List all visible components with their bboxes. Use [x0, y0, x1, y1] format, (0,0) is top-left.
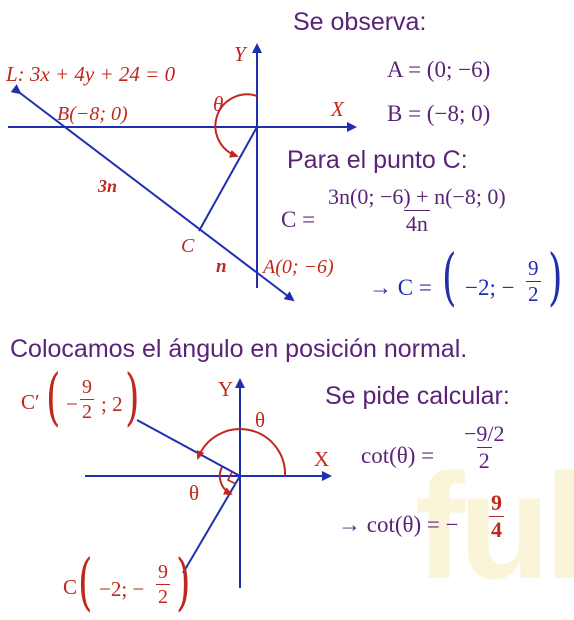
- point-B-label: B(−8; 0): [57, 103, 128, 125]
- cot-numerator: −9/2: [464, 421, 505, 446]
- header-se-observa: Se observa:: [293, 8, 427, 36]
- c-label: C: [63, 575, 78, 599]
- header-se-pide: Se pide calcular:: [325, 382, 510, 410]
- segment-3n-label: 3n: [98, 176, 118, 196]
- c-numerator: 9: [158, 561, 168, 583]
- ray-cprime: [136, 419, 241, 477]
- cot-label: cot(θ) =: [361, 443, 435, 468]
- c-result-x: −2; −: [465, 275, 515, 300]
- c-formula-label: C =: [281, 207, 316, 232]
- theta-arc-outer: [196, 428, 287, 477]
- y-axis-label-2: Y: [218, 377, 234, 401]
- cprime-coord-suffix: ; 2: [101, 392, 123, 416]
- final-numerator: 9: [491, 490, 502, 515]
- c-formula-denominator: 4n: [403, 210, 430, 236]
- line-equation-label: L: 3x + 4y + 24 = 0: [6, 62, 176, 86]
- cprime-open-paren: (: [46, 360, 61, 433]
- c-formula-fraction: 3n(0; −6) + n(−8; 0) 4n: [326, 186, 508, 235]
- theta-label-1: θ: [213, 92, 224, 116]
- c-result-open-paren: (: [442, 240, 457, 313]
- cot-denominator: 2: [476, 447, 492, 473]
- point-A-value: A = (0; −6): [387, 57, 491, 82]
- x-axis-label-1: X: [331, 97, 344, 121]
- segment-n-label: n: [216, 256, 227, 277]
- background-watermark: ful: [414, 442, 574, 610]
- c-result-prefix: → C =: [369, 275, 432, 300]
- theta-arc-inner: [218, 466, 233, 495]
- header-posicion-normal: Colocamos el ángulo en posición normal.: [10, 335, 468, 363]
- c-open-paren: (: [78, 545, 93, 618]
- cprime-label: C′: [21, 390, 40, 414]
- cprime-fraction: 9 2: [80, 377, 94, 422]
- c-result-close-paren: ): [548, 240, 563, 313]
- line-L: [10, 84, 295, 302]
- final-fraction: 9 4: [489, 492, 504, 541]
- c-result-numerator: 9: [528, 256, 539, 280]
- theta-outer-label: θ: [255, 408, 266, 432]
- point-C-label: C: [181, 235, 195, 257]
- c-denominator: 2: [156, 584, 170, 608]
- point-A-label: A(0; −6): [263, 256, 334, 278]
- cprime-numerator: 9: [82, 376, 92, 398]
- c-fraction: 9 2: [156, 562, 170, 607]
- cprime-denominator: 2: [80, 399, 94, 423]
- point-B-value: B = (−8; 0): [387, 101, 491, 126]
- right-angle-mark: [226, 471, 237, 485]
- x-axis-label-2: X: [314, 447, 330, 471]
- y-axis-label-1: Y: [234, 42, 246, 66]
- segment-OC: [198, 126, 258, 232]
- cprime-coord-prefix: −: [66, 392, 78, 416]
- final-prefix: → cot(θ) = −: [338, 512, 459, 537]
- c-formula-numerator: 3n(0; −6) + n(−8; 0): [328, 184, 506, 209]
- theta-inner-label: θ: [189, 481, 200, 505]
- cprime-close-paren: ): [125, 360, 140, 433]
- c-result-denominator: 2: [526, 281, 541, 306]
- c-result-fraction: 9 2: [526, 258, 541, 305]
- para-punto-c: Para el punto C:: [287, 146, 468, 174]
- cot-fraction: −9/2 2: [462, 423, 507, 472]
- c-coord-prefix: −2; −: [99, 577, 145, 601]
- theta-arc-1: [214, 93, 258, 158]
- final-denominator: 4: [489, 516, 504, 542]
- c-close-paren: ): [176, 545, 191, 618]
